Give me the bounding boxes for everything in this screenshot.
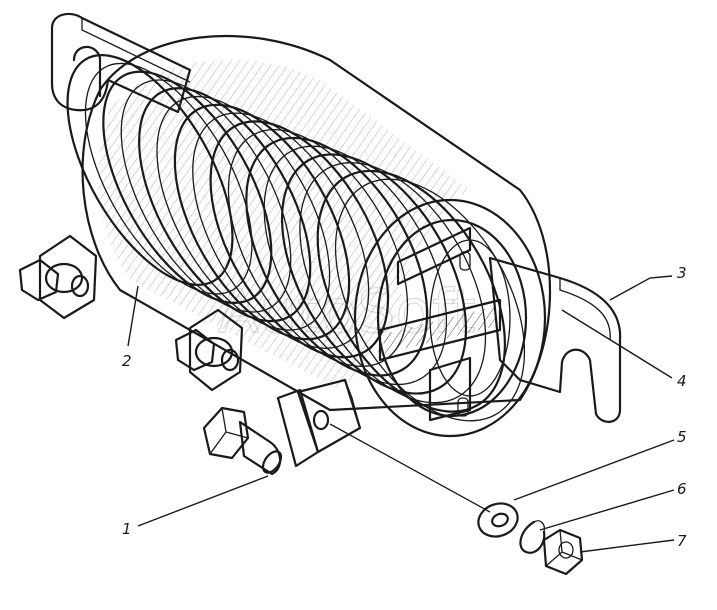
assembly-axis-line xyxy=(329,423,491,513)
front-tab xyxy=(488,256,622,423)
leader-3 xyxy=(609,275,673,301)
spring-washer xyxy=(519,520,546,554)
callout-5: 5 xyxy=(677,428,687,446)
coil-ring xyxy=(120,79,292,313)
middle-terminal xyxy=(174,308,244,392)
callout-labels: 1 2 3 4 5 6 7 xyxy=(122,264,687,550)
callout-3: 3 xyxy=(677,264,687,282)
rear-bracket xyxy=(50,12,192,114)
left-terminal xyxy=(18,234,98,320)
callout-6: 6 xyxy=(677,480,687,498)
flat-washer xyxy=(477,502,519,538)
coil-body xyxy=(81,34,552,412)
callout-2: 2 xyxy=(122,352,132,370)
coil-ring xyxy=(84,62,253,295)
coil-ring xyxy=(263,145,448,386)
bolt xyxy=(202,406,283,476)
coil-ring xyxy=(280,153,468,395)
leader-4 xyxy=(561,309,673,379)
leader-2 xyxy=(127,285,139,347)
coil-windings xyxy=(66,54,526,422)
leader-5 xyxy=(513,439,675,501)
callout-7: 7 xyxy=(677,532,687,550)
coil-ring xyxy=(66,54,234,286)
gasket xyxy=(276,388,320,468)
coil-ring xyxy=(192,112,370,349)
nut xyxy=(542,528,584,576)
coil-ring xyxy=(102,70,273,304)
coil-ring xyxy=(316,169,506,413)
leader-6 xyxy=(539,489,675,531)
callout-1: 1 xyxy=(122,520,132,538)
coil-ring xyxy=(173,103,351,341)
leader-lines xyxy=(127,275,675,553)
core-bar xyxy=(378,226,502,422)
coil-ring xyxy=(299,162,487,404)
leader-1 xyxy=(137,475,269,527)
callout-4: 4 xyxy=(677,372,687,390)
coil-ring xyxy=(209,120,390,359)
leader-7 xyxy=(579,539,675,553)
coil-ring xyxy=(227,129,409,367)
coil-ring xyxy=(245,136,429,377)
